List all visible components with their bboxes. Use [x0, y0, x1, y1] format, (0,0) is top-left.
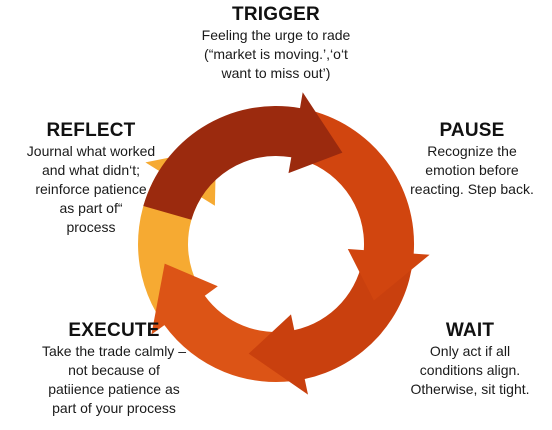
stage-description: Feeling the urge to rade (“market is mov… — [176, 26, 376, 83]
description-line: part of your process — [52, 400, 176, 416]
description-line: reinforce patience — [35, 181, 147, 197]
description-line: process — [66, 219, 116, 235]
stage-execute: EXECUTE Take the trade calmly – not beca… — [2, 320, 226, 418]
stage-description: Only act if all conditions align. Otherw… — [388, 342, 552, 399]
description-line: conditions align. — [419, 362, 521, 378]
stage-description: Journal what worked and what didn‘t; rei… — [2, 142, 180, 237]
description-line: emotion before — [425, 162, 519, 178]
description-line: not because of — [68, 362, 160, 378]
trigger-arrow — [143, 92, 343, 220]
stage-trigger: TRIGGER Feeling the urge to rade (“marke… — [176, 4, 376, 83]
stage-title: EXECUTE — [68, 320, 160, 341]
description-line: want to miss out’) — [221, 65, 331, 81]
description-line: as part of“ — [59, 200, 123, 216]
description-line: Recognize the — [427, 143, 517, 159]
description-line: Feeling the urge to rade — [201, 27, 351, 43]
stage-title: PAUSE — [439, 120, 505, 141]
description-line: reacting. Step back. — [410, 181, 534, 197]
description-line: Take the trade calmly – — [42, 343, 186, 359]
stage-pause: PAUSE Recognize the emotion before react… — [392, 120, 552, 199]
stage-description: Take the trade calmly – not because of p… — [2, 342, 226, 418]
description-line: and what didn‘t; — [41, 162, 141, 178]
stage-wait: WAIT Only act if all conditions align. O… — [388, 320, 552, 399]
description-line: Journal what worked — [26, 143, 156, 159]
description-line: Only act if all — [429, 343, 511, 359]
stage-description: Recognize the emotion before reacting. S… — [392, 142, 552, 199]
stage-title: WAIT — [445, 320, 495, 341]
description-line: patiience patience as — [48, 381, 180, 397]
stage-reflect: REFLECT Journal what worked and what did… — [2, 120, 180, 237]
description-line: Otherwise, sit tight. — [410, 381, 530, 397]
description-line: (“market is moving.’,‘o‘t — [204, 46, 348, 62]
stage-title: REFLECT — [46, 120, 136, 141]
stage-title: TRIGGER — [232, 4, 320, 25]
